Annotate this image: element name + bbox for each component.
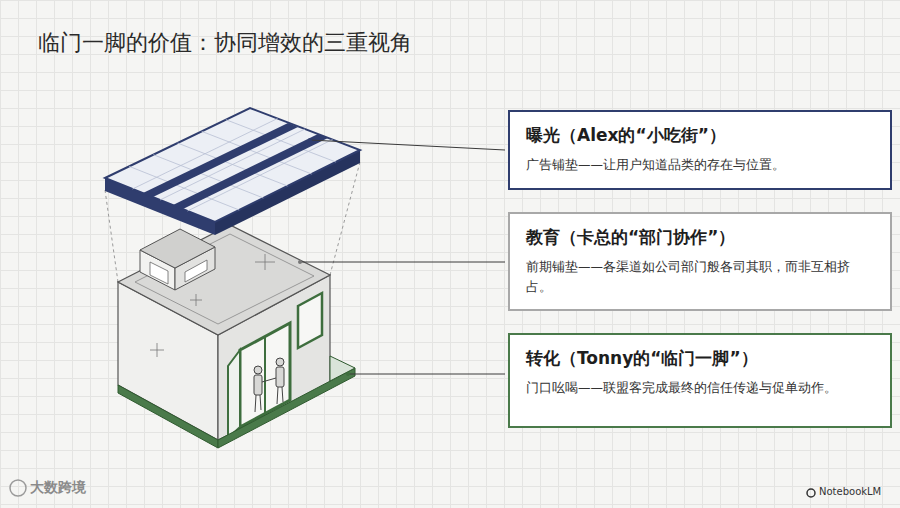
exposure-box: 曝光（Alex的“小吃街”） 广告铺垫——让用户知道品类的存在与位置。	[508, 110, 892, 190]
box-heading: 转化（Tonny的“临门一脚”）	[526, 347, 874, 370]
box-body: 门口吆喝——联盟客完成最终的信任传递与促单动作。	[526, 378, 874, 398]
education-box: 教育（卡总的“部门协作”） 前期铺垫——各渠道如公司部门般各司其职，而非互相挤占。	[508, 212, 892, 311]
conversion-box: 转化（Tonny的“临门一脚”） 门口吆喝——联盟客完成最终的信任传递与促单动作。	[508, 333, 892, 428]
title: 临门一脚的价值：协同增效的三重视角	[38, 28, 412, 58]
box-body: 广告铺垫——让用户知道品类的存在与位置。	[526, 155, 874, 175]
brand-label: NotebookLM	[819, 486, 881, 497]
box-heading: 曝光（Alex的“小吃街”）	[526, 124, 874, 147]
box-heading: 教育（卡总的“部门协作”）	[526, 226, 874, 249]
watermark: 大数跨境	[30, 479, 86, 497]
box-body: 前期铺垫——各渠道如公司部门般各司其职，而非互相挤占。	[526, 257, 874, 297]
